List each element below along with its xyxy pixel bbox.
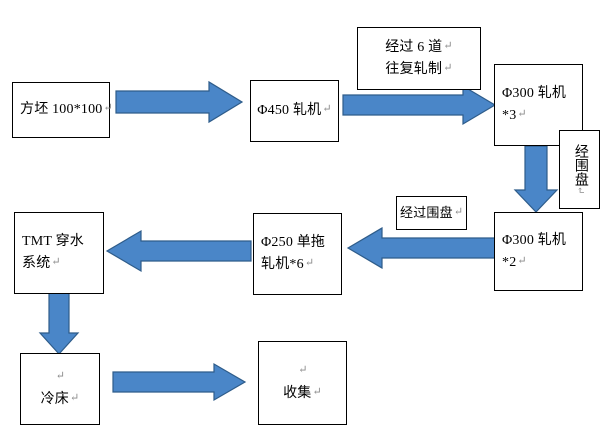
cr-mark: ↵: [574, 186, 586, 195]
cooling-bed-line-2: 冷床↵: [40, 392, 80, 407]
cr-mark: ↵: [322, 103, 332, 116]
six-pass-note-line-2: 往复轧制↵: [385, 61, 453, 77]
cr-mark: ↵: [298, 364, 308, 377]
mill-250-line-1: Φ250 单拖: [261, 235, 326, 251]
six-pass-note-box[interactable]: 经过 6 道↵ 往复轧制↵: [357, 27, 481, 90]
cr-mark: ↵: [443, 39, 453, 52]
mill-250-single-drive-x6-box[interactable]: Φ250 单拖 轧机*6↵: [253, 213, 342, 295]
cr-mark: ↵: [517, 254, 527, 267]
collection-line-2: 收集↵: [283, 386, 322, 401]
arrow-cooling-bed-to-collection: [112, 362, 247, 402]
cooling-bed-line-1: ↵: [21, 367, 99, 389]
arrow-mill300x3-to-mill300x2: [513, 145, 559, 213]
through-loop-note-box[interactable]: 经过围盘↵: [396, 196, 467, 230]
cr-mark: ↵: [312, 386, 322, 398]
billet-box[interactable]: 方坯 100*100↵: [12, 82, 113, 138]
six-pass-note-line-1: 经过 6 道↵: [385, 39, 453, 55]
mill-300-x2-line-1: Φ300 轧机: [502, 232, 567, 248]
arrow-mill300x2-to-mill250x6: [346, 226, 497, 270]
tmt-line-1: TMT 穿水: [22, 234, 84, 250]
mill-450-box-line-1: Φ450 轧机↵: [257, 103, 332, 119]
loop-coil-vertical-note-box[interactable]: 经围盘 ↵: [559, 130, 600, 209]
cr-mark: ↵: [69, 392, 80, 404]
cr-mark: ↵: [51, 256, 61, 268]
cr-mark: ↵: [304, 257, 315, 269]
mill-300-x3-line-1: Φ300 轧机: [502, 86, 567, 102]
cr-mark: ↵: [517, 108, 527, 120]
cooling-bed-box[interactable]: ↵ 冷床↵: [20, 353, 100, 425]
collection-box[interactable]: ↵ 收集↵: [258, 341, 347, 425]
arrow-mill450-to-mill300x3: [342, 84, 497, 126]
cr-mark: ↵: [453, 205, 464, 218]
loop-coil-vertical-text: 经围盘: [572, 144, 588, 187]
arrow-billet-to-mill450: [115, 80, 244, 124]
tmt-water-cooling-box[interactable]: TMT 穿水 系统↵: [14, 212, 104, 294]
mill-300-x2-line-2: *2↵: [502, 254, 527, 270]
mill-300-x2-box[interactable]: Φ300 轧机 *2↵: [494, 212, 583, 291]
billet-box-line-1: 方坯 100*100↵: [20, 102, 113, 118]
cr-mark: ↵: [55, 370, 66, 383]
arrow-tmt-to-cooling-bed: [38, 291, 80, 355]
arrow-mill250x6-to-tmt: [105, 229, 252, 273]
tmt-line-2: 系统↵: [22, 256, 61, 271]
through-loop-note-line-1: 经过围盘↵: [400, 204, 464, 220]
cr-mark: ↵: [443, 61, 453, 74]
mill-250-line-2: 轧机*6↵: [261, 257, 315, 272]
collection-line-1: ↵: [259, 361, 346, 383]
cr-mark: ↵: [103, 102, 113, 115]
mill-300-x3-box[interactable]: Φ300 轧机 *3↵: [494, 64, 583, 146]
mill-300-x3-line-2: *3↵: [502, 108, 527, 123]
mill-450-box[interactable]: Φ450 轧机↵: [250, 80, 339, 142]
